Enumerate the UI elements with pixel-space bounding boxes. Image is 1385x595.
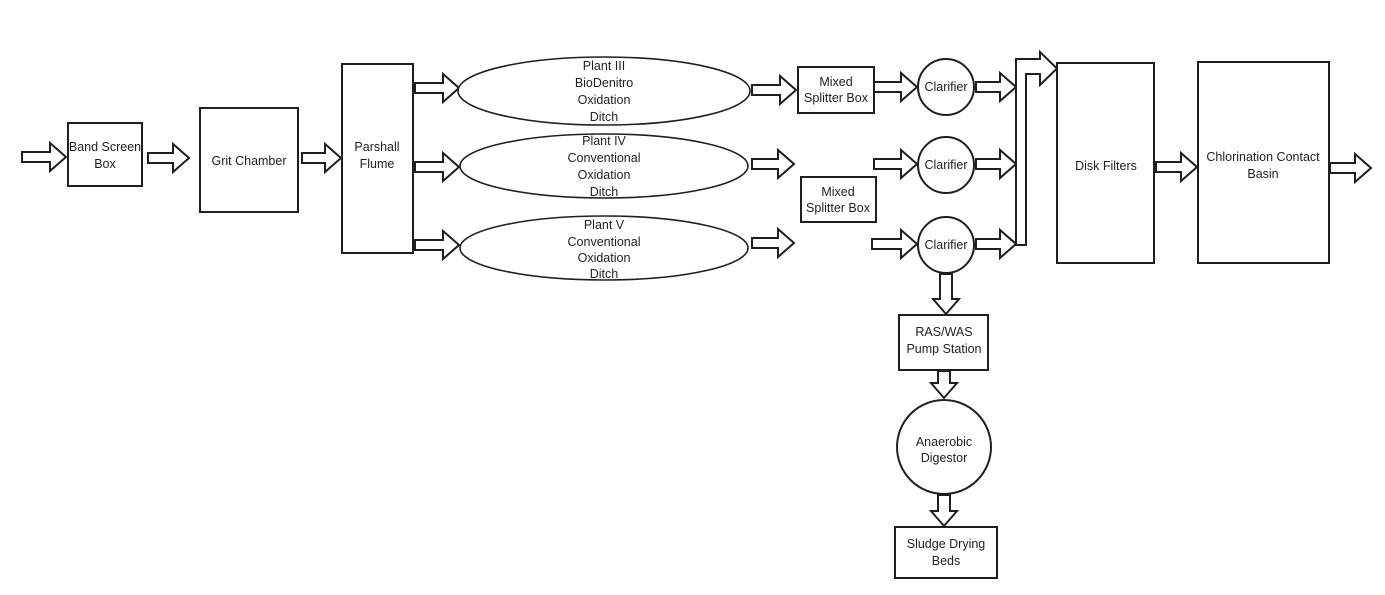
plant3-label-4: Ditch xyxy=(590,110,619,124)
node-chlorination-contact-basin: Chlorination Contact Basin xyxy=(1197,61,1330,264)
flow-arrow-diskfilters-to-chlorination xyxy=(1155,150,1199,184)
mixed-splitter-box-1-shape xyxy=(797,66,875,114)
parshall-flume-label: Parshall xyxy=(354,140,399,154)
sludge-drying-beds-shape xyxy=(894,526,998,579)
flow-arrow-flume-to-plant4 xyxy=(414,150,461,184)
flow-arrow-to-clarifier3 xyxy=(871,227,919,261)
plant3-label-1: Plant III xyxy=(583,59,625,73)
node-anaerobic-digestor: Anaerobic Digestor xyxy=(896,399,992,495)
flow-arrow-clarifier3-to-raswas xyxy=(930,273,962,316)
flow-arrow-clarifier3-out xyxy=(975,227,1018,261)
plant4-label-1: Plant IV xyxy=(582,134,626,148)
plant3-label-3: Oxidation xyxy=(578,93,631,107)
flow-arrow-plant5-out xyxy=(751,226,796,260)
mixed-splitter-box-2-shape xyxy=(800,176,877,223)
parshall-flume-shape xyxy=(341,63,414,254)
flow-arrows xyxy=(21,70,1373,528)
flow-arrow-raswas-to-digestor xyxy=(928,370,960,400)
flow-arrow-bandscreen-to-gritchamber xyxy=(147,141,191,175)
plant4-ditch-shape xyxy=(459,133,749,199)
flow-arrow-plant4-out xyxy=(751,147,796,181)
flow-arrow-splitter-to-clarifier1 xyxy=(873,70,919,104)
flow-arrow-flume-to-plant3 xyxy=(414,71,461,105)
flow-arrow-flume-to-plant5 xyxy=(414,228,461,262)
grit-chamber-shape xyxy=(199,107,299,213)
grit-chamber-label: Grit Chamber xyxy=(211,154,286,168)
node-plant4-oxidation-ditch: Plant IV Conventional Oxidation Ditch xyxy=(459,133,749,199)
plant4-label-2: Conventional xyxy=(568,151,641,165)
node-clarifier-2: Clarifier xyxy=(917,136,975,194)
ras-was-pump-station-label: RAS/WAS xyxy=(915,325,972,339)
mixed-splitter-box-1-label-2: Splitter Box xyxy=(804,91,869,105)
flow-arrow-influent xyxy=(21,140,68,174)
flow-arrow-to-clarifier2 xyxy=(873,147,919,181)
band-screen-box-label: Band Screen xyxy=(69,140,141,154)
mixed-splitter-box-2-label: Mixed xyxy=(821,185,854,199)
plant5-label-3: Oxidation xyxy=(578,251,631,265)
node-clarifier-3: Clarifier xyxy=(917,216,975,274)
plant5-label-1: Plant V xyxy=(584,218,625,232)
node-parshall-flume: Parshall Flume xyxy=(341,63,414,254)
node-band-screen-box: Band Screen Box xyxy=(67,122,143,187)
node-sludge-drying-beds: Sludge Drying Beds xyxy=(894,526,998,579)
sludge-drying-beds-label-2: Beds xyxy=(932,554,961,568)
node-disk-filters: Disk Filters xyxy=(1056,62,1155,264)
clarifier-effluent-collector-duct xyxy=(1015,49,1059,246)
band-screen-box-shape xyxy=(67,122,143,187)
plant3-ditch-shape xyxy=(457,56,751,126)
anaerobic-digestor-label: Anaerobic xyxy=(916,435,972,449)
mixed-splitter-box-2-label-2: Splitter Box xyxy=(806,201,871,215)
node-clarifier-1: Clarifier xyxy=(917,58,975,116)
flow-arrow-gritchamber-to-flume xyxy=(301,141,343,175)
plant3-label-2: BioDenitro xyxy=(575,76,633,90)
node-plant3-oxidation-ditch: Plant III BioDenitro Oxidation Ditch xyxy=(457,56,751,126)
clarifier-2-shape xyxy=(917,136,975,194)
plant4-label-3: Oxidation xyxy=(578,168,631,182)
flow-arrow-clarifier2-out xyxy=(975,147,1018,181)
flow-arrow-effluent xyxy=(1329,151,1373,185)
flow-arrow-plant3-to-splitter xyxy=(751,73,798,107)
disk-filters-label: Disk Filters xyxy=(1075,159,1137,173)
clarifier-1-label: Clarifier xyxy=(924,80,967,94)
disk-filters-shape xyxy=(1056,62,1155,264)
node-ras-was-pump-station: RAS/WAS Pump Station xyxy=(898,314,989,371)
chlorination-basin-label: Chlorination Contact xyxy=(1206,150,1320,164)
plant5-label-4: Ditch xyxy=(590,267,619,281)
clarifier-1-shape xyxy=(917,58,975,116)
clarifier-3-shape xyxy=(917,216,975,274)
clarifier-3-label: Clarifier xyxy=(924,238,967,252)
ras-was-pump-station-shape xyxy=(898,314,989,371)
node-grit-chamber: Grit Chamber xyxy=(199,107,299,213)
parshall-flume-label-2: Flume xyxy=(360,157,395,171)
flow-arrow-clarifier1-out xyxy=(975,70,1018,104)
band-screen-box-label-2: Box xyxy=(94,157,116,171)
anaerobic-digestor-label-2: Digestor xyxy=(921,451,968,465)
plant5-label-2: Conventional xyxy=(568,235,641,249)
ras-was-pump-station-label-2: Pump Station xyxy=(906,342,981,356)
chlorination-basin-shape xyxy=(1197,61,1330,264)
sludge-drying-beds-label: Sludge Drying xyxy=(907,537,986,551)
node-plant5-oxidation-ditch: Plant V Conventional Oxidation Ditch xyxy=(459,215,749,281)
anaerobic-digestor-shape xyxy=(896,399,992,495)
node-mixed-splitter-box-2: Mixed Splitter Box xyxy=(800,176,877,223)
clarifier-2-label: Clarifier xyxy=(924,158,967,172)
chlorination-basin-label-2: Basin xyxy=(1247,167,1278,181)
mixed-splitter-box-1-label: Mixed xyxy=(819,75,852,89)
plant5-ditch-shape xyxy=(459,215,749,281)
flow-arrow-digestor-to-sludgebeds xyxy=(928,494,960,528)
plant4-label-4: Ditch xyxy=(590,185,619,199)
node-mixed-splitter-box-1: Mixed Splitter Box xyxy=(797,66,875,114)
